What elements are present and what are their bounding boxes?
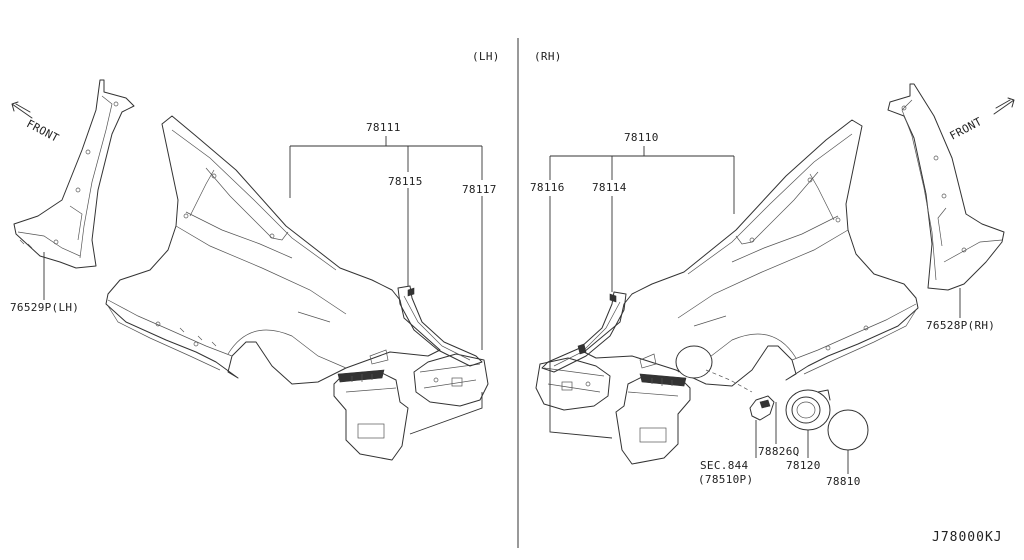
part-78120-label: 78120 [786, 459, 821, 472]
part-76529P-label: 76529P(LH) [10, 301, 80, 314]
part-78115-label: 78115 [388, 175, 423, 188]
front-arrow-right-icon [993, 97, 1015, 115]
pillar-lh-part [13, 79, 135, 269]
part-78111-label: 78111 [366, 121, 401, 134]
fuel-lid-parts [705, 369, 869, 451]
inner-panel-lh-part [333, 369, 409, 461]
stay-78115-part [397, 285, 483, 367]
part-sec844-label: SEC.844 [700, 459, 749, 472]
diagram-code: J78000KJ [932, 530, 1003, 545]
pillar-rh-part [887, 83, 1005, 291]
side-label-rh: (RH) [534, 50, 562, 63]
quarter-panel-lh-part [105, 115, 441, 385]
part-78110-label: 78110 [624, 131, 659, 144]
leaders-rh [549, 146, 849, 474]
rear-panel-lh-part [413, 353, 489, 407]
inner-panel-rh-part [615, 373, 691, 465]
part-78810-label: 78810 [826, 475, 861, 488]
rear-panel-rh-part [535, 357, 611, 411]
leaders-lh [289, 136, 483, 435]
part-78114-label: 78114 [592, 181, 627, 194]
side-label-lh: (LH) [472, 50, 500, 63]
filler-base-78120 [785, 389, 831, 431]
part-78117-label: 78117 [462, 183, 497, 196]
fuel-lid-78810 [827, 409, 869, 451]
part-78510P-label: (78510P) [698, 473, 754, 486]
part-78826Q-label: 78826Q [758, 445, 800, 458]
quarter-panel-rh-part [583, 119, 919, 387]
part-78116-label: 78116 [530, 181, 565, 194]
part-76528P-label: 76528P(RH) [926, 319, 996, 332]
stay-78114-part [541, 291, 627, 373]
fuel-lid-opening [675, 345, 713, 379]
front-arrow-left-icon [11, 101, 33, 119]
